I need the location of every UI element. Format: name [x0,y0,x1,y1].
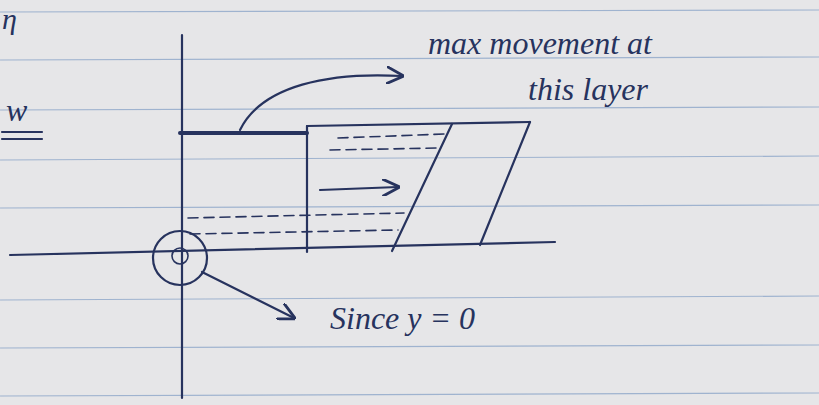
underline [2,138,42,140]
sheared-edge [480,122,530,245]
leader-arrow [240,75,402,130]
symbol-label: w [6,92,27,129]
underline [2,131,42,133]
callout-note: Since y = 0 [330,300,475,337]
callout-note: max movement at this layer [428,20,658,112]
ruled-lines [0,10,819,396]
leader-arrow [202,272,294,318]
block-edge [306,126,308,252]
fluid-layers [188,134,445,234]
sheared-top [307,122,530,126]
y-axis [181,35,183,398]
ink-drawing [2,35,555,398]
symbol-label: η [2,2,17,36]
velocity-arrow [320,187,398,190]
top-plate [180,131,307,135]
origin-circle [153,231,207,285]
ground-line [10,242,555,255]
sheared-edge [392,124,452,251]
origin-dot [172,248,188,264]
